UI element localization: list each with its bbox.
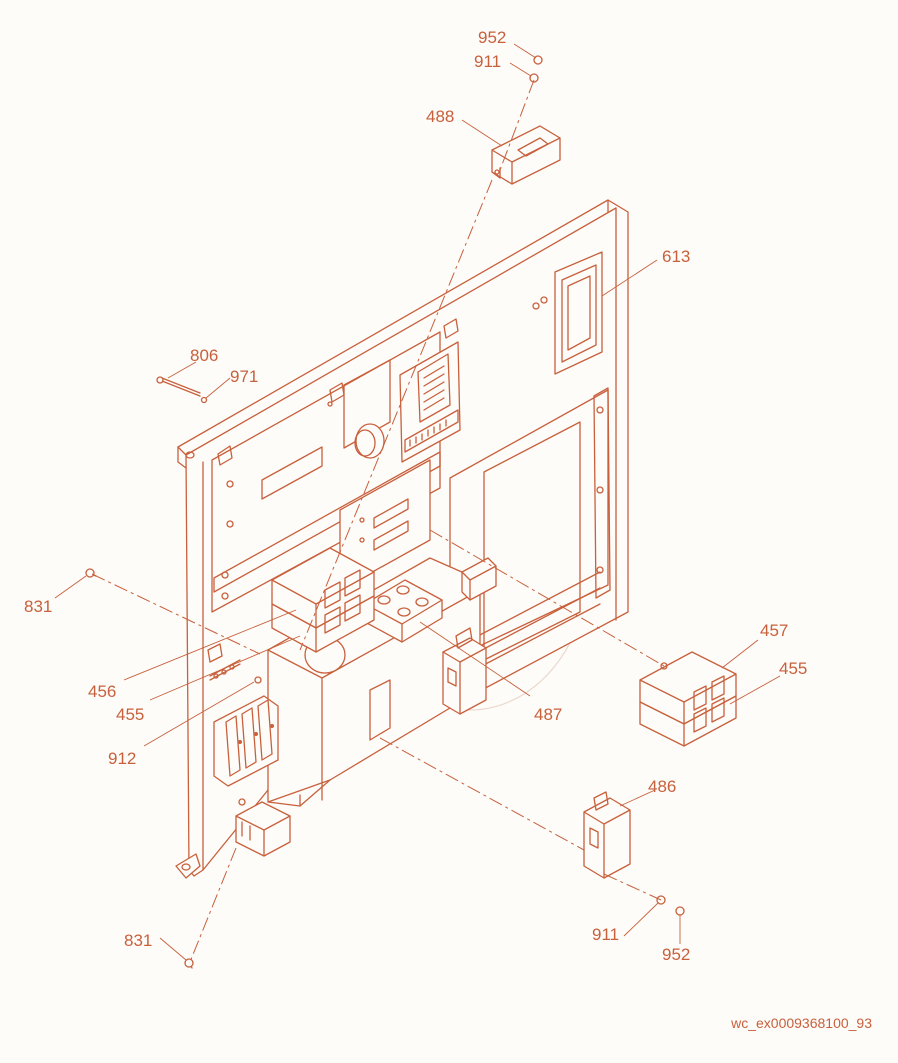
screw-831-lower <box>184 958 194 969</box>
callout-831-lower: 831 <box>124 931 152 950</box>
callout-456: 456 <box>88 682 116 701</box>
callout-487: 487 <box>534 705 562 724</box>
screw-831-upper <box>85 568 97 578</box>
callout-952-top: 952 <box>478 28 506 47</box>
screw-806 <box>156 376 208 404</box>
label-plate-613 <box>532 251 603 375</box>
contactor-455-right <box>639 695 737 747</box>
relay-486 <box>583 791 631 879</box>
side-relay <box>442 627 487 715</box>
callout-613: 613 <box>662 247 690 266</box>
callout-912: 912 <box>108 749 136 768</box>
callout-911-bottom: 911 <box>592 925 619 944</box>
callout-455-right: 455 <box>779 659 807 678</box>
assembly-lines <box>91 79 665 963</box>
screw-cluster-912 <box>207 643 262 684</box>
callout-457: 457 <box>760 621 788 640</box>
callout-911-top: 911 <box>474 52 501 71</box>
fasteners-bottom <box>656 895 685 916</box>
callout-labels: 952 911 488 613 806 971 831 456 455 912 … <box>24 28 807 964</box>
callout-952-bottom: 952 <box>662 945 690 964</box>
terminal-strip <box>213 695 279 787</box>
callout-455-left: 455 <box>116 705 144 724</box>
component-488 <box>491 125 561 185</box>
callout-971: 971 <box>230 367 258 386</box>
right-frame <box>449 387 611 669</box>
fasteners-top <box>529 55 543 83</box>
leader-lines <box>54 43 781 961</box>
transformer <box>235 798 291 857</box>
callout-488: 488 <box>426 107 454 126</box>
callout-486: 486 <box>648 777 676 796</box>
callout-806: 806 <box>190 346 218 365</box>
upper-bracket <box>461 557 497 601</box>
contactor-455-upper <box>271 594 375 653</box>
reference-code: wc_ex0009368100_93 <box>731 1015 872 1031</box>
control-board <box>399 341 461 463</box>
callout-831-upper: 831 <box>24 597 52 616</box>
display-bracket <box>211 318 459 613</box>
